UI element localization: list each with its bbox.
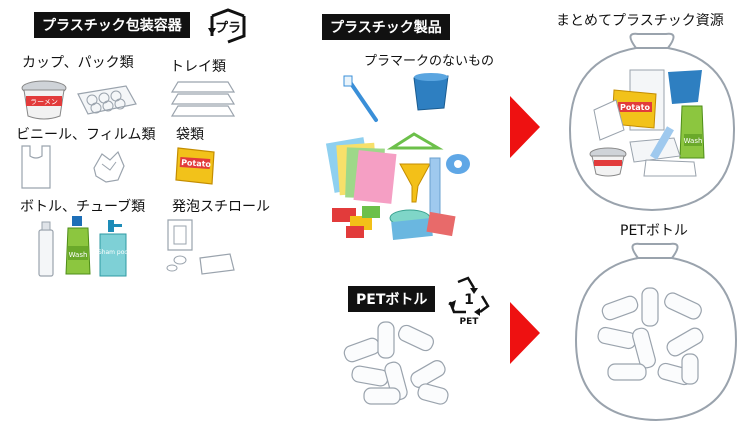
detergent-bottle-icon: Wash [65, 216, 91, 275]
vinyl-bag-icon [21, 145, 51, 189]
instant-noodle-cup-icon: ラーメン [21, 80, 67, 120]
potato-bag-label: Potato [181, 158, 212, 169]
red-arrow-bottom-icon [510, 302, 540, 364]
plastic-packaging-header: プラスチック包装容器 [34, 12, 190, 38]
cup-label: ラーメン [30, 98, 58, 106]
category-vinyl-film: ビニール、フィルム類 [16, 127, 156, 143]
category-trays: トレイ類 [170, 59, 226, 75]
wash-label: Wash [69, 251, 88, 259]
combined-plastic-resources-title: まとめてプラスチック資源 [556, 13, 724, 29]
plastic-film-icon [93, 150, 125, 183]
category-cups-packs: カップ、パック類 [22, 55, 134, 71]
no-plastic-mark-caption: プラマークのないもの [364, 54, 495, 69]
potato-chips-bag-icon: Potato [175, 147, 215, 185]
red-arrow-top-icon [510, 96, 540, 158]
styrofoam-icon [166, 219, 235, 275]
plastic-products-cluster-icon [325, 73, 470, 241]
pet-recycle-mark-icon: 1 PET [448, 276, 490, 327]
pura-recycle-mark-icon: プラ [208, 8, 246, 44]
category-styrofoam: 発泡スチロール [172, 199, 270, 215]
pet-bottle-bag-title: PETボトル [620, 223, 688, 239]
pet-mark-number: 1 [464, 292, 474, 308]
shampoo-label: Sham poo [98, 249, 129, 256]
pet-mark-text: PET [460, 317, 480, 327]
pura-mark-text: プラ [215, 21, 241, 36]
pet-bottle-bag-icon [574, 242, 738, 422]
bag-potato-label: Potato [620, 103, 650, 112]
plastic-products-header: プラスチック製品 [322, 14, 450, 40]
category-bottles-tubes: ボトル、チューブ類 [20, 199, 146, 215]
pet-bottles-pile-icon [343, 321, 449, 405]
plastic-resources-bag-icon: Potato Wash [568, 32, 736, 212]
bag-wash-label: Wash [684, 137, 703, 145]
shampoo-bottle-icon: Sham poo [98, 220, 129, 277]
tube-icon [38, 221, 54, 277]
category-bags: 袋類 [176, 127, 204, 143]
egg-pack-icon [77, 85, 137, 115]
trays-icon [170, 81, 236, 117]
pet-bottle-header: PETボトル [348, 286, 436, 312]
